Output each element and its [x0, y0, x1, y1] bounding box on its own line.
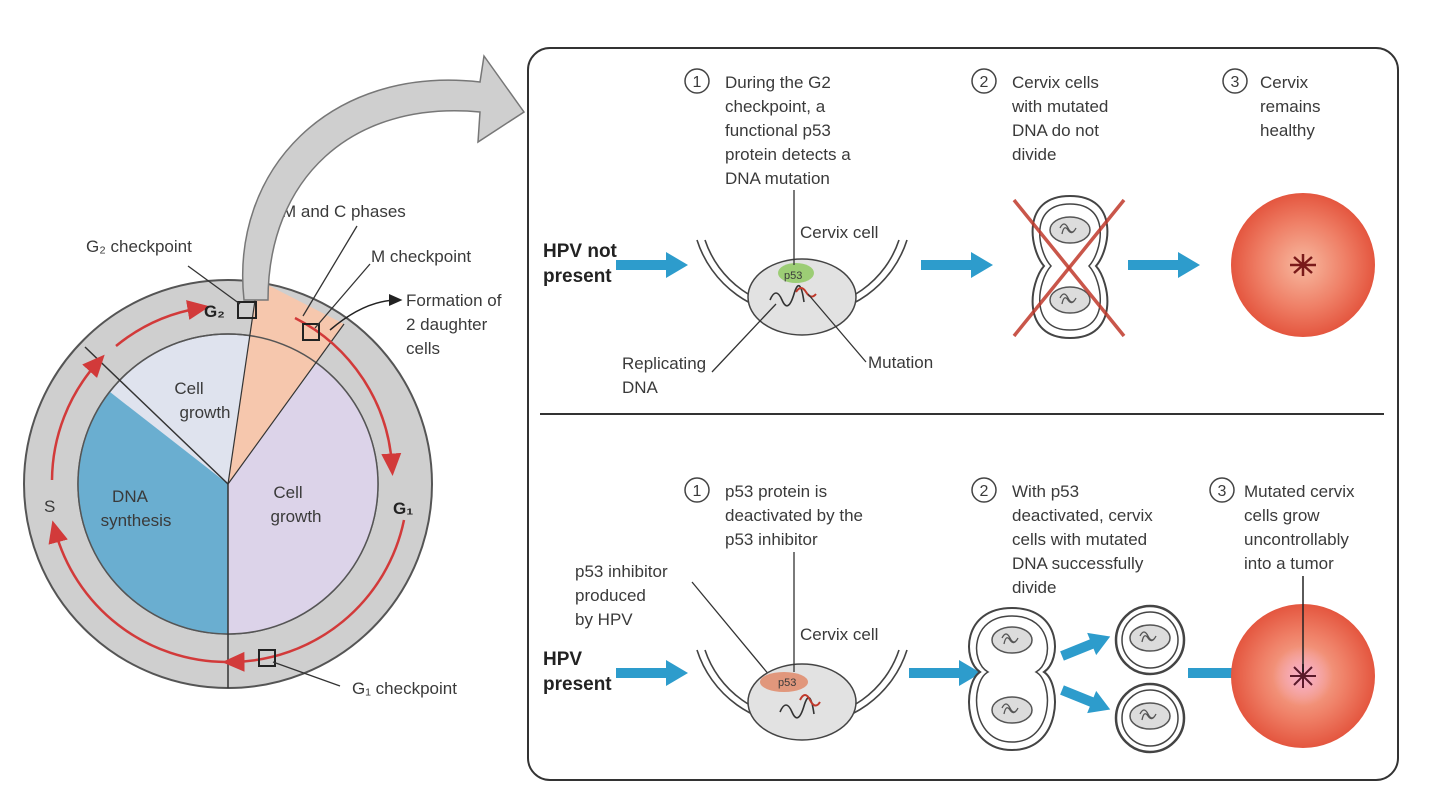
- mc-phases-label: M and C phases: [282, 202, 406, 221]
- cell-growth-top-label: Cell: [174, 379, 203, 398]
- top-cross-line-2: [1012, 198, 1126, 338]
- top-step2-number: 2: [980, 74, 989, 91]
- top-p53-label: p53: [784, 270, 802, 282]
- bottom-step3-number: 3: [1218, 483, 1227, 500]
- bottom-cervix-cell-label: Cervix cell: [800, 625, 878, 644]
- bottom-step1-number: 1: [693, 483, 702, 500]
- split-arrow-up: [1060, 632, 1111, 661]
- top-condition-label: HPV not: [543, 241, 618, 262]
- bottom-step3-text: Mutated cervix cells grow uncontrollably…: [1244, 482, 1359, 573]
- g2-phase-label: G₂: [204, 302, 225, 321]
- cell-growth-top-label-2: growth: [179, 403, 230, 422]
- top-replicating-label: Replicating: [622, 354, 706, 373]
- g2-checkpoint-label: G₂ checkpoint: [86, 237, 192, 256]
- bottom-condition-label: HPV: [543, 649, 582, 670]
- cycle-arrow-right: [294, 316, 402, 476]
- cell-growth-right-label-2: growth: [270, 507, 321, 526]
- bottom-inhibitor-text: p53 inhibitor produced by HPV: [575, 562, 672, 629]
- cell-growth-right-label: Cell: [273, 483, 302, 502]
- top-step3-text: Cervix remains healthy: [1260, 73, 1325, 140]
- cell-cycle-diagram: G₂ checkpoint M and C phases M checkpoin…: [23, 202, 502, 698]
- top-step3-number: 3: [1231, 74, 1240, 91]
- bottom-inhibitor-blob: [760, 672, 808, 692]
- top-step1-number: 1: [693, 74, 702, 91]
- g1-phase-label: G₁: [393, 499, 413, 518]
- formation-label-1: Formation of: [406, 291, 502, 310]
- bottom-step2-number: 2: [980, 483, 989, 500]
- cycle-arrow-top: [115, 300, 210, 347]
- hpv-not-present-panel: HPV not present 1 During the G2 checkpoi…: [543, 68, 1375, 397]
- top-cervix-cell-label: Cervix cell: [800, 223, 878, 242]
- bottom-condition-label-2: present: [543, 674, 612, 695]
- g2-checkpoint-box: [237, 301, 257, 319]
- formation-label-2: 2 daughter: [406, 315, 488, 334]
- formation-label-3: cells: [406, 339, 440, 358]
- cell-growth-right-sector: [228, 363, 379, 635]
- magnify-curved-arrow: [242, 54, 526, 301]
- cycle-arrow-bottom-left: [48, 520, 227, 664]
- top-replicating-label-2: DNA: [622, 378, 659, 397]
- bottom-dividing-cell: [968, 606, 1056, 752]
- daughter-cell-top: [1114, 604, 1186, 676]
- top-step2-text: Cervix cells with mutated DNA do not div…: [1011, 73, 1113, 164]
- top-mutation-label: Mutation: [868, 353, 933, 372]
- bottom-p53-label: p53: [778, 677, 796, 689]
- m-checkpoint-box: [302, 323, 320, 341]
- dna-synthesis-label-2: synthesis: [101, 511, 172, 530]
- cycle-arrow-bottom-right: [222, 519, 406, 672]
- m-checkpoint-label: M checkpoint: [371, 247, 471, 266]
- g1-checkpoint-label: G₁ checkpoint: [352, 679, 457, 698]
- hpv-present-panel: HPV present 1 p53 protein is deactivated…: [543, 477, 1375, 754]
- healthy-cervix-os: [1290, 254, 1316, 276]
- top-step1-text: During the G2 checkpoint, a functional p…: [725, 73, 855, 188]
- g1-checkpoint-box: [258, 649, 276, 667]
- bottom-step2-text: With p53 deactivated, cervix cells with …: [1012, 482, 1158, 597]
- top-condition-label-2: present: [543, 266, 612, 287]
- dna-synthesis-sector: [78, 391, 228, 634]
- split-arrow-down: [1060, 685, 1111, 714]
- s-phase-label: S: [44, 497, 55, 516]
- top-p53-glow: [778, 263, 814, 283]
- cycle-arrow-left: [50, 354, 105, 481]
- dna-synthesis-label: DNA: [112, 487, 149, 506]
- daughter-cell-bottom: [1114, 682, 1186, 754]
- bottom-step1-text: p53 protein is deactivated by the p53 in…: [725, 482, 868, 549]
- top-nucleus: [747, 258, 857, 336]
